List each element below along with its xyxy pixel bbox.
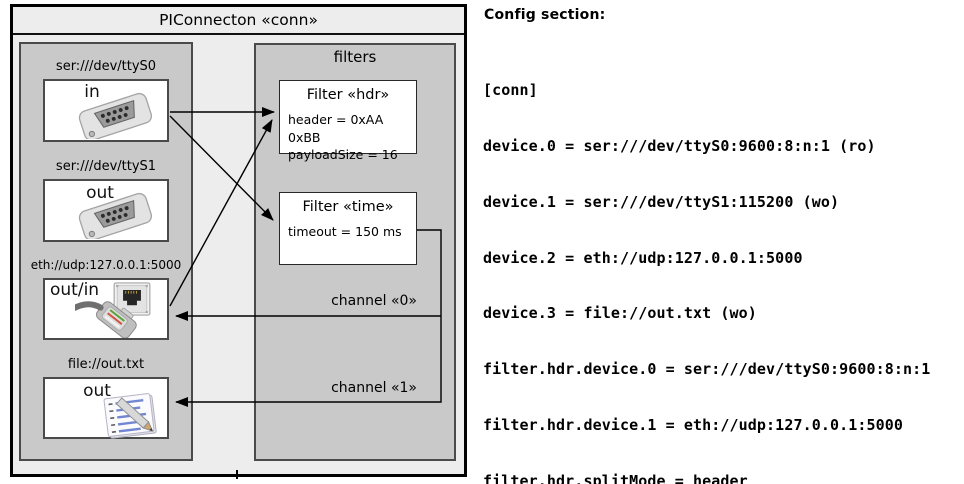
config-line: filter.hdr.splitMode = header (483, 471, 748, 484)
device-box-ttys0: in (43, 79, 169, 142)
serial-connector-icon (78, 92, 153, 139)
filters-panel-title: filters (333, 48, 377, 66)
config-line: device.0 = ser:///dev/ttyS0:9600:8:n:1 (… (483, 136, 876, 155)
filter-box-hdr: Filter «hdr» header = 0xAA 0xBB payloadS… (279, 80, 417, 162)
device-box-ttys1: out (43, 179, 169, 242)
notepad-pencil-icon (103, 393, 157, 439)
device-label-file: file://out.txt (67, 357, 145, 372)
config-line: device.2 = eth://udp:127.0.0.1:5000 (483, 248, 803, 267)
filter-title: Filter «hdr» (306, 87, 390, 103)
ethernet-port-icon (113, 282, 151, 316)
diagram-title: PIConnecton «conn» (13, 7, 464, 35)
device-label-ttys0: ser:///dev/ttyS0 (55, 59, 157, 74)
config-line: [conn] (483, 81, 538, 100)
pencil-glyph (115, 397, 154, 432)
config-line: filter.hdr.device.1 = eth://udp:127.0.0.… (483, 415, 904, 434)
filter-property: timeout = 150 ms (288, 224, 402, 239)
device-label-eth: eth://udp:127.0.0.1:5000 (30, 258, 182, 272)
device-direction: out (83, 381, 111, 401)
config-line: filter.hdr.device.0 = ser:///dev/ttyS0:9… (483, 360, 931, 379)
config-text: [conn] device.0 = ser:///dev/ttyS0:9600:… (483, 44, 940, 484)
config-line: device.3 = file://out.txt (wo) (483, 304, 757, 323)
ethernet-cable-icon (75, 301, 137, 338)
config-line: device.1 = ser:///dev/ttyS1:115200 (wo) (483, 192, 840, 211)
filter-properties: header = 0xAA 0xBB payloadSize = 16 (280, 111, 416, 164)
device-direction: out (86, 183, 114, 203)
device-direction: out/in (50, 280, 100, 300)
device-direction: in (84, 82, 100, 102)
device-box-eth: out/in (43, 278, 169, 340)
filter-property: payloadSize = 16 (288, 147, 398, 162)
filter-title: Filter «time» (302, 199, 394, 215)
serial-connector-icon (78, 192, 153, 239)
channel-0-label: channel «0» (331, 293, 417, 309)
channel-1-label: channel «1» (331, 380, 417, 396)
device-label-ttys1: ser:///dev/ttyS1 (55, 159, 157, 174)
filter-box-time: Filter «time» timeout = 150 ms (279, 192, 417, 265)
config-heading: Config section: (484, 7, 606, 23)
device-box-file: out (43, 377, 169, 439)
filter-properties: timeout = 150 ms (280, 223, 416, 241)
filter-property: header = 0xAA 0xBB (288, 112, 384, 145)
